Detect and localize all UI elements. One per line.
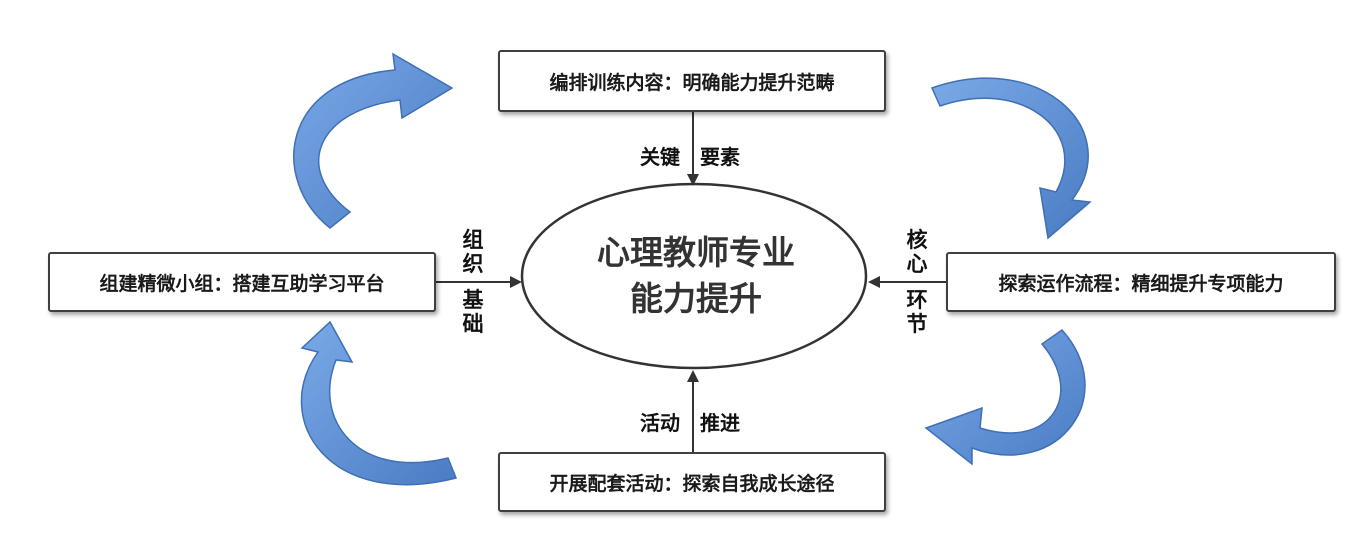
- center-title-line2: 能力提升: [630, 279, 762, 318]
- cycle-arrow-bottom-left: [300, 320, 458, 486]
- center-title: 心理教师专业 能力提升: [531, 230, 861, 322]
- connector-right-arrow: [868, 276, 946, 288]
- connector-bottom-label-right: 推进: [700, 411, 740, 435]
- connector-left-label-upper: 组织: [462, 228, 484, 276]
- connector-top-label-right: 要素: [700, 145, 740, 169]
- node-top-box: 编排训练内容：明确能力提升范畴: [498, 50, 886, 112]
- node-left-box: 组建精微小组：搭建互助学习平台: [48, 252, 436, 312]
- cycle-arrow-top-left: [293, 52, 454, 229]
- connector-left-label-lower: 基础: [462, 288, 484, 336]
- node-top-label: 编排训练内容：明确能力提升范畴: [549, 71, 835, 94]
- connector-top-label-left: 关键: [640, 145, 680, 169]
- node-left-label: 组建精微小组：搭建互助学习平台: [99, 272, 385, 295]
- node-right-box: 探索运作流程：精细提升专项能力: [946, 252, 1336, 312]
- node-bottom-box: 开展配套活动：探索自我成长途径: [498, 452, 886, 512]
- node-right-label: 探索运作流程：精细提升专项能力: [998, 272, 1284, 295]
- connector-right-label-lower: 环节: [906, 288, 928, 336]
- connector-top-arrow: [687, 112, 699, 186]
- node-bottom-label: 开展配套活动：探索自我成长途径: [549, 472, 835, 495]
- cycle-arrow-bottom-right: [924, 329, 1086, 466]
- center-title-line1: 心理教师专业: [597, 233, 795, 272]
- connector-bottom-arrow: [687, 370, 699, 452]
- connector-right-label-upper: 核心: [906, 228, 928, 276]
- cycle-arrow-top-right: [930, 77, 1092, 240]
- connector-left-arrow: [436, 276, 522, 288]
- connector-bottom-label-left: 活动: [640, 411, 680, 435]
